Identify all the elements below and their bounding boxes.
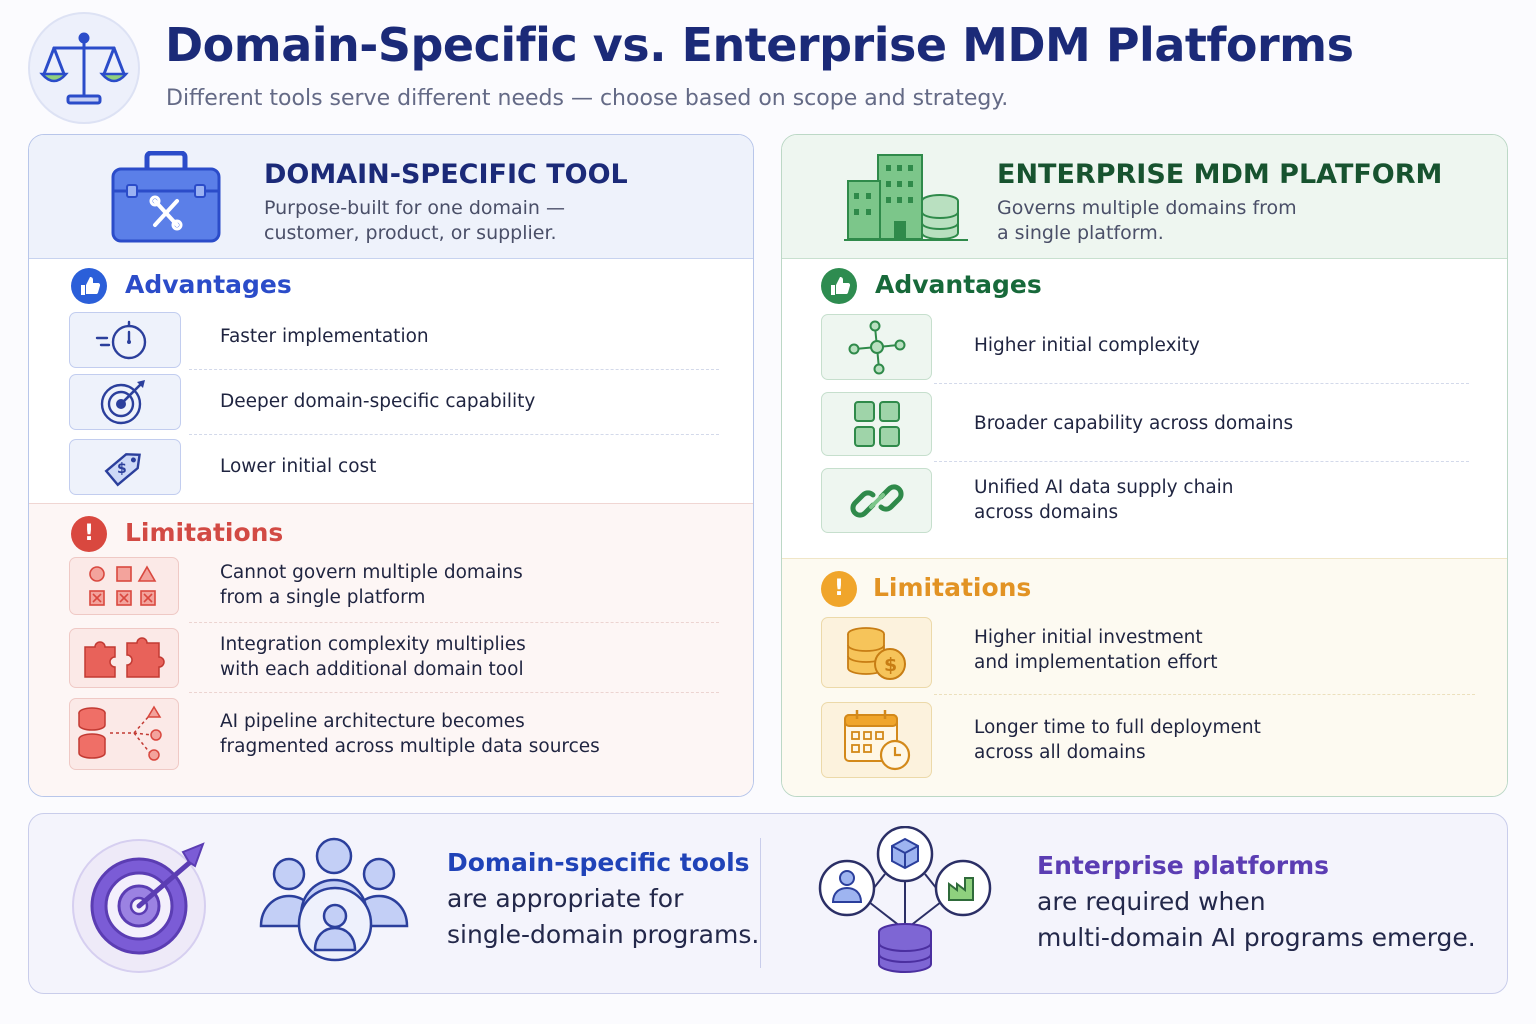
summary-left-line: single-domain programs. [447,920,760,949]
advantage-item-text: Lower initial cost [220,456,377,477]
limitation-item-text: Cannot govern multiple domains from a si… [220,560,523,610]
enterprise-panel: ENTERPRISE MDM PLATFORM Governs multiple… [781,134,1508,797]
limitation-line: Higher initial investment [974,627,1203,648]
limitation-line: fragmented across multiple data sources [220,736,600,757]
limitations-title: Limitations [873,573,1032,602]
description-line: a single platform. [997,222,1164,244]
advantage-item-text: Deeper domain-specific capability [220,391,536,412]
puzzle-pieces-icon [69,628,179,688]
domain-specific-title: DOMAIN-SPECIFIC TOOL [264,159,628,190]
summary-divider [760,838,761,968]
limitation-line: across all domains [974,742,1146,763]
item-divider [189,434,719,435]
limitation-item-text: Longer time to full deployment across al… [974,715,1261,765]
summary-right-line: multi-domain AI programs emerge. [1037,923,1476,952]
item-divider [934,694,1475,695]
calendar-clock-icon [821,702,932,778]
summary-left-highlight: Domain-specific tools [447,848,750,877]
item-divider [189,622,719,623]
limitation-line: AI pipeline architecture becomes [220,711,525,732]
limitation-line: with each additional domain tool [220,659,524,680]
page-title: Domain-Specific vs. Enterprise MDM Platf… [165,18,1354,72]
enterprise-description: Governs multiple domains from a single p… [997,196,1297,246]
fragmented-databases-icon [69,698,179,770]
thumbs-up-icon [821,268,857,304]
domain-specific-panel: DOMAIN-SPECIFIC TOOL Purpose-built for o… [28,134,754,797]
advantage-line: across domains [974,502,1119,523]
target-arrow-icon [69,374,181,430]
connected-data-hub-icon [815,825,999,980]
toolbox-icon [111,150,221,247]
limitations-section: ! Limitations Cannot govern multiple dom… [29,503,753,796]
advantage-item-text: Broader capability across domains [974,413,1294,434]
shapes-grid-icon [69,557,179,615]
limitation-line: from a single platform [220,587,426,608]
advantages-title: Advantages [125,270,292,299]
item-divider [189,369,719,370]
description-line: Governs multiple domains from [997,197,1297,219]
summary-right-line: are required when [1037,887,1266,916]
limitation-line: Cannot govern multiple domains [220,562,523,583]
network-nodes-icon [821,314,932,380]
domain-specific-description: Purpose-built for one domain — customer,… [264,196,565,246]
summary-left-text: Domain-specific tools are appropriate fo… [447,845,759,953]
enterprise-title: ENTERPRISE MDM PLATFORM [997,159,1443,190]
limitation-line: and implementation effort [974,652,1218,673]
building-database-icon [844,149,968,247]
advantage-item-text: Faster implementation [220,326,429,347]
advantages-title: Advantages [875,270,1042,299]
target-icon [71,836,211,980]
summary-left-line: are appropriate for [447,884,684,913]
limitation-line: Longer time to full deployment [974,717,1261,738]
summary-right-text: Enterprise platforms are required when m… [1037,848,1476,956]
limitations-title: Limitations [125,518,284,547]
page-subtitle: Different tools serve different needs — … [166,86,1009,111]
warning-icon: ! [821,571,857,607]
limitation-item-text: AI pipeline architecture becomes fragmen… [220,709,600,759]
warning-icon: ! [71,516,107,552]
svg-text:$: $ [117,461,127,477]
advantage-item-text: Unified AI data supply chain across doma… [974,475,1234,525]
advantage-line: Unified AI data supply chain [974,477,1234,498]
summary-banner: Domain-specific tools are appropriate fo… [28,813,1508,994]
users-group-icon [259,836,409,966]
stopwatch-icon [69,312,181,368]
coins-dollar-icon: $ [821,617,932,688]
description-line: Purpose-built for one domain — [264,197,566,219]
svg-text:$: $ [884,654,897,676]
price-tag-icon: $ [69,439,181,495]
description-line: customer, product, or supplier. [264,222,557,244]
domain-specific-header: DOMAIN-SPECIFIC TOOL Purpose-built for o… [29,135,753,259]
item-divider [934,383,1469,384]
item-divider [189,692,719,693]
limitations-section: ! Limitations $ Higher initial investmen… [782,558,1507,796]
thumbs-up-icon [71,268,107,304]
item-divider [934,461,1469,462]
limitation-line: Integration complexity multiplies [220,634,526,655]
balance-scale-icon [28,12,140,124]
limitation-item-text: Higher initial investment and implementa… [974,625,1217,675]
summary-right-highlight: Enterprise platforms [1037,851,1330,880]
enterprise-header: ENTERPRISE MDM PLATFORM Governs multiple… [782,135,1507,259]
limitation-item-text: Integration complexity multiplies with e… [220,632,526,682]
grid-squares-icon [821,392,932,456]
chain-link-icon [821,468,932,533]
advantage-item-text: Higher initial complexity [974,335,1200,356]
